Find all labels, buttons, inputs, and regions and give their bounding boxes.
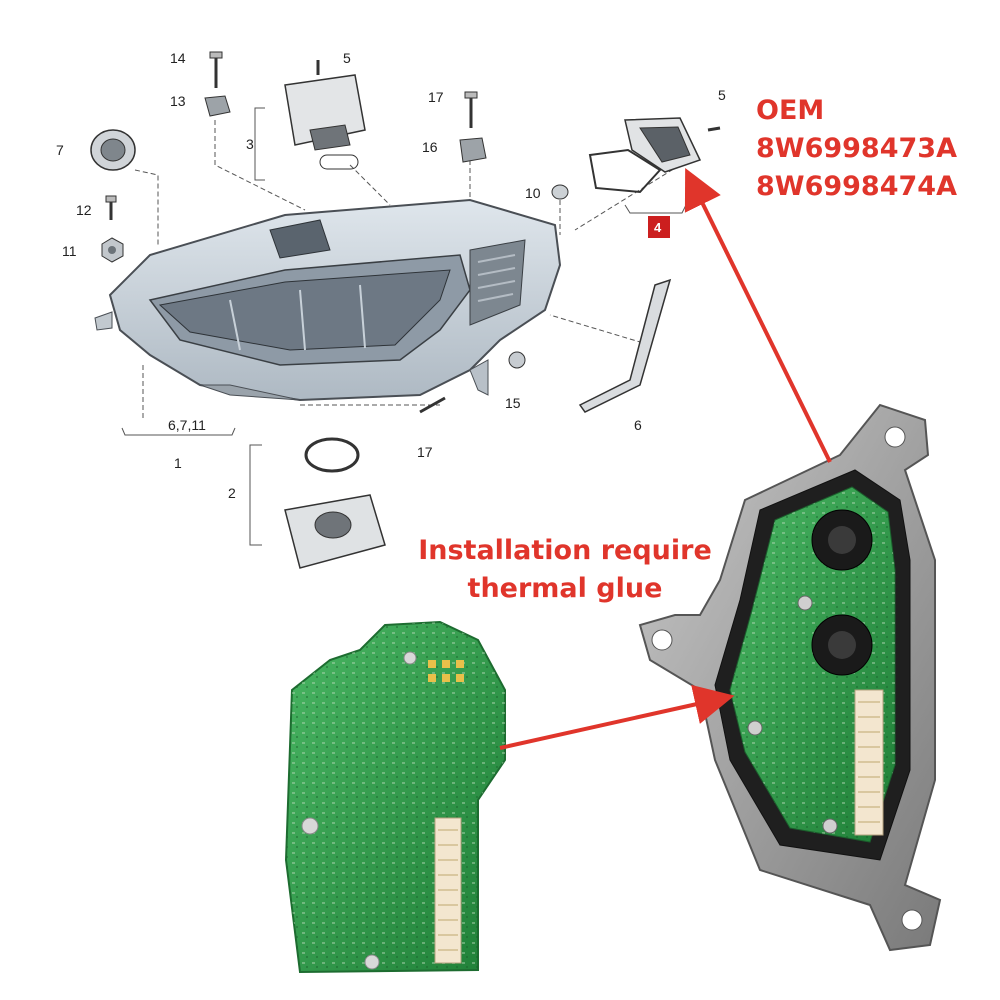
oem-label: OEM: [756, 95, 825, 126]
leader-lines: [121, 107, 687, 546]
callout-7: 7: [56, 142, 64, 158]
part-3-control-module: [284, 60, 366, 170]
callout-15: 15: [505, 395, 521, 411]
callout-6711: 6,7,11: [168, 417, 206, 433]
part-17-screw-top: [464, 91, 478, 128]
oem-part-left: 8W6998473A: [756, 133, 957, 164]
part-2-module: [284, 437, 386, 569]
part-17-screw-bottom: [419, 396, 446, 414]
part-10-cap: [551, 184, 569, 200]
part-4-led-module: [588, 117, 721, 194]
callout-17a: 17: [428, 89, 444, 105]
oem-part-right: 8W6998474A: [756, 171, 957, 202]
callout-14: 14: [170, 50, 186, 66]
callout-17b: 17: [417, 444, 433, 460]
callout-11: 11: [62, 243, 77, 259]
installation-note-line1: Installation require: [418, 535, 712, 566]
callout-2: 2: [228, 485, 236, 501]
part-16-adjuster: [459, 137, 487, 163]
replacement-pcb-board: [284, 620, 506, 974]
callout-12: 12: [76, 202, 92, 218]
callout-labels: 14 5 13 3 7 17 16 5 10 12 11 15 6 6,7,11…: [56, 50, 726, 501]
callout-10: 10: [525, 185, 541, 201]
headlight-housing: [94, 198, 562, 402]
part-6-trim: [578, 278, 672, 413]
callout-1: 1: [174, 455, 182, 471]
callout-3: 3: [246, 136, 254, 152]
part-15-bracket: [508, 351, 526, 369]
callout-4-badge: [648, 216, 670, 238]
callout-6: 6: [634, 417, 642, 433]
callout-13: 13: [170, 93, 186, 109]
installation-note-line2: thermal glue: [467, 573, 663, 604]
part-13-bracket: [204, 95, 231, 117]
arrow-to-part-4: [684, 168, 832, 463]
arrow-pcb-to-module: [499, 684, 735, 750]
part-7-ring: [90, 129, 136, 171]
red-arrows: [499, 168, 832, 750]
part-12-screw: [105, 195, 117, 220]
callout-16: 16: [422, 139, 438, 155]
callout-5b: 5: [718, 87, 726, 103]
installation-note: Installation require thermal glue: [390, 532, 740, 608]
part-14-screw: [209, 51, 223, 88]
oem-part-numbers: OEM 8W6998473A 8W6998474A: [756, 92, 957, 206]
part-11-nut: [101, 237, 124, 263]
assembled-led-control-module: [638, 403, 942, 952]
pcb-led-pads: [428, 660, 464, 682]
callout-5a: 5: [343, 50, 351, 66]
callout-4: 4: [654, 220, 662, 235]
